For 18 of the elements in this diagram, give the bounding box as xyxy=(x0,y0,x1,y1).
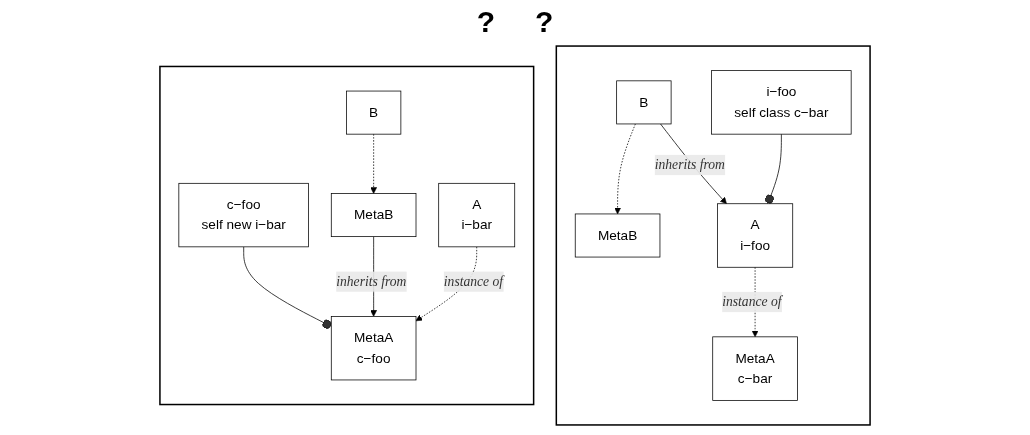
question-mark-label: ? xyxy=(476,4,495,40)
node-box: MetaB xyxy=(574,213,661,258)
node-box: A i−foo xyxy=(717,203,794,268)
edge-label: inherits from xyxy=(654,157,725,173)
node-box: B xyxy=(616,80,672,125)
node-box: MetaA c−foo xyxy=(330,316,417,381)
node-box: MetaB xyxy=(330,193,417,237)
cluster xyxy=(159,65,535,406)
node-box: A i−bar xyxy=(438,182,516,248)
node-box: i−foo self class c−bar xyxy=(711,70,852,135)
edge-label: inherits from xyxy=(336,273,407,289)
node-box: B xyxy=(346,90,402,135)
node-box: c−foo self new i−bar xyxy=(178,182,309,248)
edge-label: instance of xyxy=(443,273,504,289)
cluster xyxy=(555,45,871,426)
edge-label: instance of xyxy=(722,294,782,310)
question-mark-label: ? xyxy=(535,4,554,40)
node-box: MetaA c−bar xyxy=(712,336,798,401)
